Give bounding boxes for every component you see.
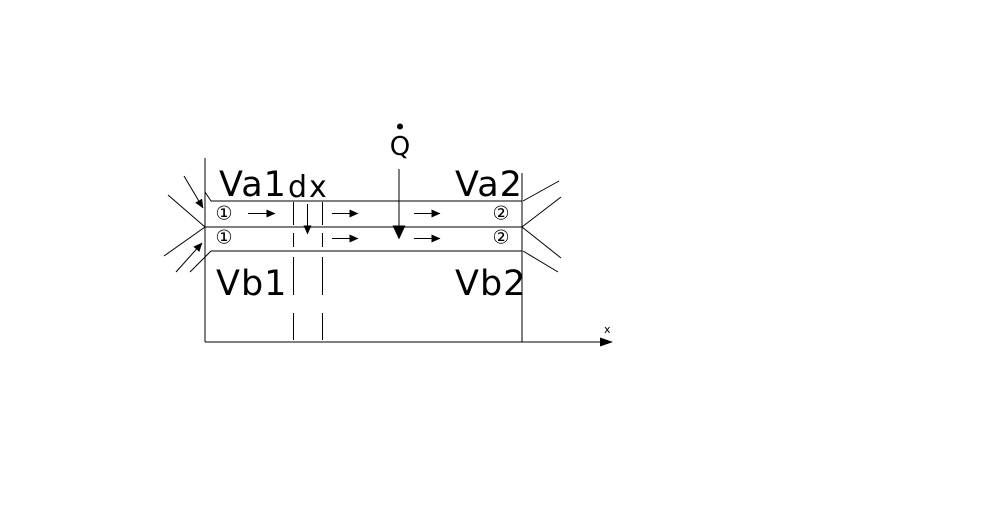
inlet-wedge-upper-line [167,194,206,228]
station-1-channel-a: ① [215,203,232,225]
station-2-channel-a: ② [492,203,509,225]
station-1-channel-b: ① [215,227,232,249]
x-axis: x [205,323,613,347]
inlet-flow-arrow-top [183,175,204,209]
bottom-wall-inlet-flare [189,250,212,273]
label-va2: Va2 [455,165,523,205]
inlet-fan [163,175,206,273]
label-dx: dx [288,170,329,205]
inlet-wedge-lower-line [163,226,206,257]
outlet-wedge-upper-line [521,196,562,228]
label-vb1: Vb1 [216,264,287,304]
label-vb2: Vb2 [455,264,526,304]
q-dot-icon [397,123,403,130]
outlet-fan-top-line [522,180,560,202]
outlet-wedge-lower-line [521,226,562,259]
outlet-fan [521,180,562,273]
x-axis-label: x [604,323,611,336]
heat-rate-label: Q [390,132,410,162]
station-numbers: ① ① ② ② [215,203,509,249]
top-wall-inlet-flare [204,191,212,202]
outlet-fan-bottom-line [522,250,559,273]
station-2-channel-b: ② [492,227,509,249]
heat-arrow-head [392,225,406,240]
heat-input: Q [390,123,410,240]
control-volume-walls [189,158,523,342]
inlet-flow-arrow-bottom [175,242,203,273]
label-va1: Va1 [219,165,287,205]
volume-labels: Va1 dx Va2 Vb1 Vb2 [216,165,526,304]
dx-slice [293,202,323,342]
